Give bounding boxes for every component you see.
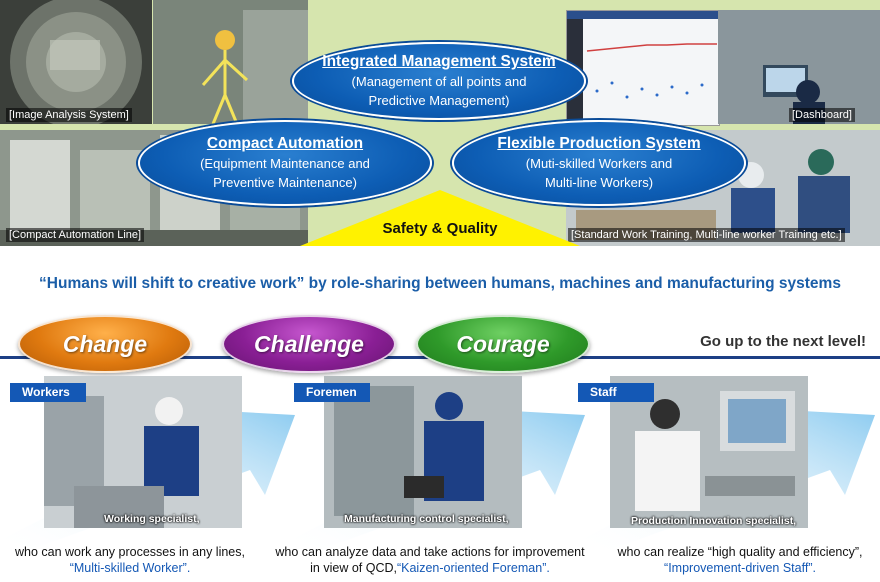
integrated-line1: (Management of all points and: [351, 74, 527, 89]
foremen-graphic: [324, 376, 522, 528]
fisheye-graphic: [10, 0, 142, 124]
workers-desc-line2: “Multi-skilled Worker”.: [69, 561, 191, 575]
compact-title: Compact Automation: [206, 135, 364, 152]
compact-line2: Preventive Maintenance): [213, 175, 357, 190]
integrated-title: Integrated Management System: [322, 53, 556, 70]
courage-pill: Courage: [416, 315, 590, 373]
staff-description: who can realize “high quality and effici…: [600, 544, 880, 576]
foremen-photo: [324, 376, 522, 528]
foremen-desc-line2: in view of QCD,“Kaizen-oriented Foreman”…: [262, 560, 598, 576]
workers-desc-line1: who can work any processes in any lines,: [15, 545, 245, 559]
foremen-desc-line1: who can analyze data and take actions fo…: [275, 545, 585, 559]
dashboard-operator-photo: [718, 10, 880, 124]
next-level-text: Go up to the next level!: [700, 333, 866, 350]
dashboard-screen-photo: [566, 10, 720, 126]
flexible-line1: (Muti-skilled Workers and: [525, 156, 673, 171]
challenge-pill: Challenge: [222, 315, 396, 373]
workers-description: who can work any processes in any lines,…: [0, 544, 260, 576]
staff-tag: Staff: [578, 383, 654, 402]
change-pill: Change: [18, 315, 192, 373]
compact-automation-ellipse: Compact Automation (Equipment Maintenanc…: [138, 120, 432, 206]
safety-triangle: [300, 190, 580, 246]
staff-desc-line2: “Improvement-driven Staff”.: [664, 561, 816, 575]
flexible-title: Flexible Production System: [497, 135, 701, 152]
foremen-tag: Foremen: [294, 383, 370, 402]
caption-training: [Standard Work Training, Multi-line work…: [568, 228, 845, 242]
workers-graphic: [44, 376, 242, 528]
caption-dashboard: [Dashboard]: [789, 108, 855, 122]
foremen-desc-line2-a: in view of QCD,: [310, 561, 397, 575]
headline: “Humans will shift to creative work” by …: [39, 275, 841, 292]
caption-image-analysis: [Image Analysis System]: [6, 108, 132, 122]
foremen-desc-line2-b: “Kaizen-oriented Foreman”.: [396, 561, 550, 575]
workers-tag: Workers: [10, 383, 86, 402]
foremen-specialist: Manufacturing control specialist,: [344, 513, 509, 525]
operator-graphic: [718, 10, 880, 124]
integrated-management-ellipse: Integrated Management System (Management…: [292, 42, 586, 120]
flexible-line2: Multi-line Workers): [544, 175, 654, 190]
staff-desc-line1: who can realize “high quality and effici…: [617, 545, 863, 559]
staff-specialist: Production Innovation specialist,: [631, 515, 797, 527]
safety-quality-label: Safety & Quality: [382, 220, 498, 237]
skeleton-graphic: [153, 0, 308, 124]
top-collage: [Image Analysis System] [Dashboard]: [0, 0, 880, 246]
caption-compact-line: [Compact Automation Line]: [6, 228, 145, 242]
compact-line1: (Equipment Maintenance and: [200, 156, 370, 171]
worker-tracking-photo: [153, 0, 308, 124]
flexible-production-ellipse: Flexible Production System (Muti-skilled…: [452, 120, 746, 206]
dashboard-chart-graphic: [567, 11, 719, 125]
foremen-description: who can analyze data and take actions fo…: [262, 544, 598, 576]
workers-specialist: Working specialist,: [104, 513, 200, 525]
image-analysis-photo: [0, 0, 152, 124]
integrated-line2: Predictive Management): [368, 93, 510, 108]
